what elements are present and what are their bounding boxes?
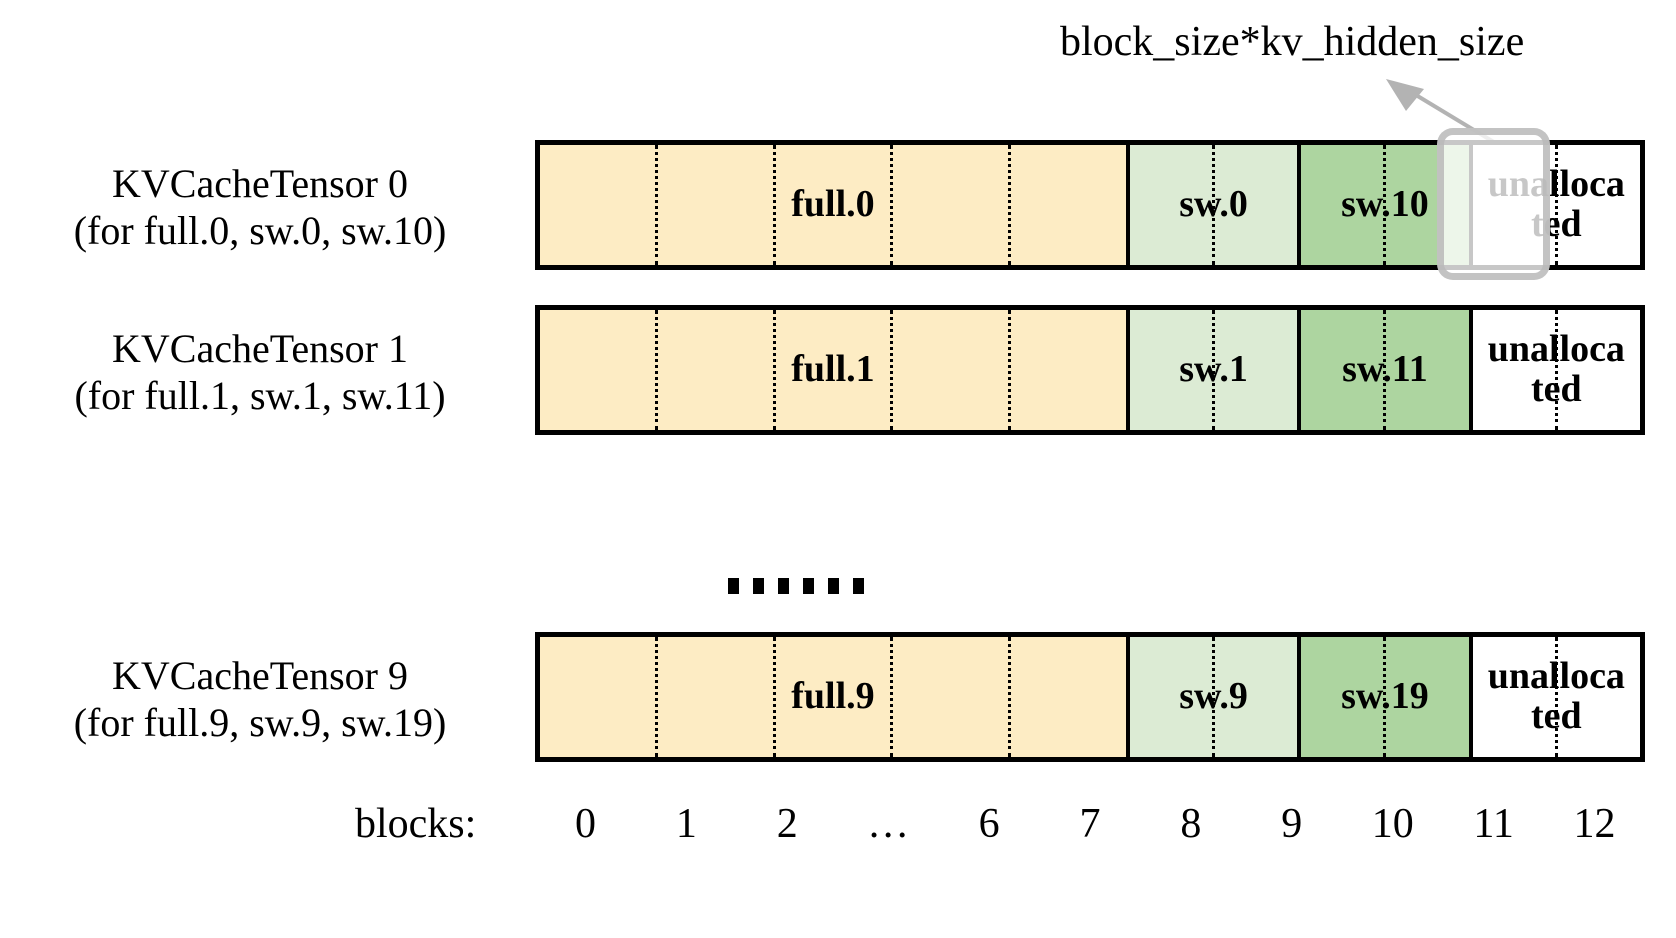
block-dividers xyxy=(1473,310,1640,430)
segment-label: full.1 xyxy=(791,348,875,391)
tensor-row-9-bar: full.9 sw.9 sw.19 unalloca ted xyxy=(535,632,1645,762)
axis-tick: 11 xyxy=(1473,801,1514,847)
segment-full[interactable]: full.0 xyxy=(540,145,1130,265)
annotation-label: block_size*kv_hidden_size xyxy=(1060,19,1525,65)
axis-tick: 12 xyxy=(1573,801,1616,847)
ellipsis-dot xyxy=(778,578,789,594)
segment-label: sw.11 xyxy=(1342,348,1428,391)
tensor-row-1-bar: full.1 sw.1 sw.11 unalloca ted xyxy=(535,305,1645,435)
tensor-row-9-label: KVCacheTensor 9 (for full.9, sw.9, sw.19… xyxy=(0,652,520,746)
rows-ellipsis xyxy=(728,578,864,594)
block-dividers xyxy=(1301,145,1468,265)
block-dividers xyxy=(1130,637,1297,757)
tensor-row-9-label-line2: (for full.9, sw.9, sw.19) xyxy=(73,700,447,746)
blocks-axis: blocks: 0 1 2 … 6 7 8 9 10 11 12 xyxy=(0,800,1676,870)
segment-full[interactable]: full.1 xyxy=(540,310,1130,430)
segment-label: sw.10 xyxy=(1341,183,1429,226)
block-dividers xyxy=(1301,310,1468,430)
block-dividers xyxy=(540,310,1126,430)
block-dividers xyxy=(1130,310,1297,430)
axis-tick: 1 xyxy=(675,801,697,847)
axis-tick: 0 xyxy=(574,801,596,847)
block-dividers xyxy=(1473,637,1640,757)
axis-tick: 7 xyxy=(1079,801,1101,847)
ellipsis-dot xyxy=(853,578,864,594)
segment-sw-light[interactable]: sw.1 xyxy=(1129,310,1302,430)
axis-tick: 10 xyxy=(1371,801,1414,847)
segment-sw-dark[interactable]: sw.19 xyxy=(1301,637,1473,757)
segment-label: sw.9 xyxy=(1179,675,1248,718)
ellipsis-dot xyxy=(803,578,814,594)
segment-full[interactable]: full.9 xyxy=(540,637,1130,757)
tensor-row-0-bar: full.0 sw.0 sw.10 unalloca ted xyxy=(535,140,1645,270)
segment-label: unalloca ted xyxy=(1487,163,1625,245)
segment-unallocated[interactable]: unalloca ted xyxy=(1472,637,1641,757)
axis-tick: 2 xyxy=(776,801,798,847)
tensor-row-1-label-line1: KVCacheTensor 1 xyxy=(112,326,408,371)
block-dividers xyxy=(540,637,1126,757)
ellipsis-dot xyxy=(753,578,764,594)
tensor-row-0-label-line1: KVCacheTensor 0 xyxy=(112,161,408,206)
axis-tick: 9 xyxy=(1281,801,1303,847)
segment-label: sw.0 xyxy=(1179,183,1248,226)
segment-label: unalloca ted xyxy=(1487,655,1625,737)
segment-sw-light[interactable]: sw.9 xyxy=(1129,637,1302,757)
ellipsis-dot xyxy=(828,578,839,594)
block-dividers xyxy=(1130,145,1297,265)
tensor-row-1-label: KVCacheTensor 1 (for full.1, sw.1, sw.11… xyxy=(0,325,520,419)
axis-tick: … xyxy=(867,801,910,847)
axis-tick: 6 xyxy=(978,801,1000,847)
block-dividers xyxy=(1301,637,1468,757)
tensor-row-9-label-line1: KVCacheTensor 9 xyxy=(112,653,408,698)
segment-label: sw.1 xyxy=(1179,348,1248,391)
block-dividers xyxy=(1473,145,1640,265)
segment-sw-dark[interactable]: sw.10 xyxy=(1301,145,1473,265)
segment-label: full.9 xyxy=(791,675,875,718)
axis-title: blocks: xyxy=(355,801,477,847)
segment-unallocated[interactable]: unalloca ted xyxy=(1472,310,1641,430)
ellipsis-dot xyxy=(728,578,739,594)
segment-label: unalloca ted xyxy=(1487,328,1625,410)
axis-tick: 8 xyxy=(1180,801,1202,847)
segment-sw-light[interactable]: sw.0 xyxy=(1129,145,1302,265)
block-dividers xyxy=(540,145,1126,265)
tensor-row-0-label-line2: (for full.0, sw.0, sw.10) xyxy=(73,208,447,254)
tensor-row-0-label: KVCacheTensor 0 (for full.0, sw.0, sw.10… xyxy=(0,160,520,254)
segment-label: full.0 xyxy=(791,183,875,226)
axis-tick-list: 0 1 2 … 6 7 8 9 10 11 12 xyxy=(535,800,1645,848)
segment-label: sw.19 xyxy=(1341,675,1429,718)
segment-unallocated[interactable]: unalloca ted xyxy=(1472,145,1641,265)
segment-sw-dark[interactable]: sw.11 xyxy=(1301,310,1473,430)
tensor-row-1-label-line2: (for full.1, sw.1, sw.11) xyxy=(74,373,446,419)
